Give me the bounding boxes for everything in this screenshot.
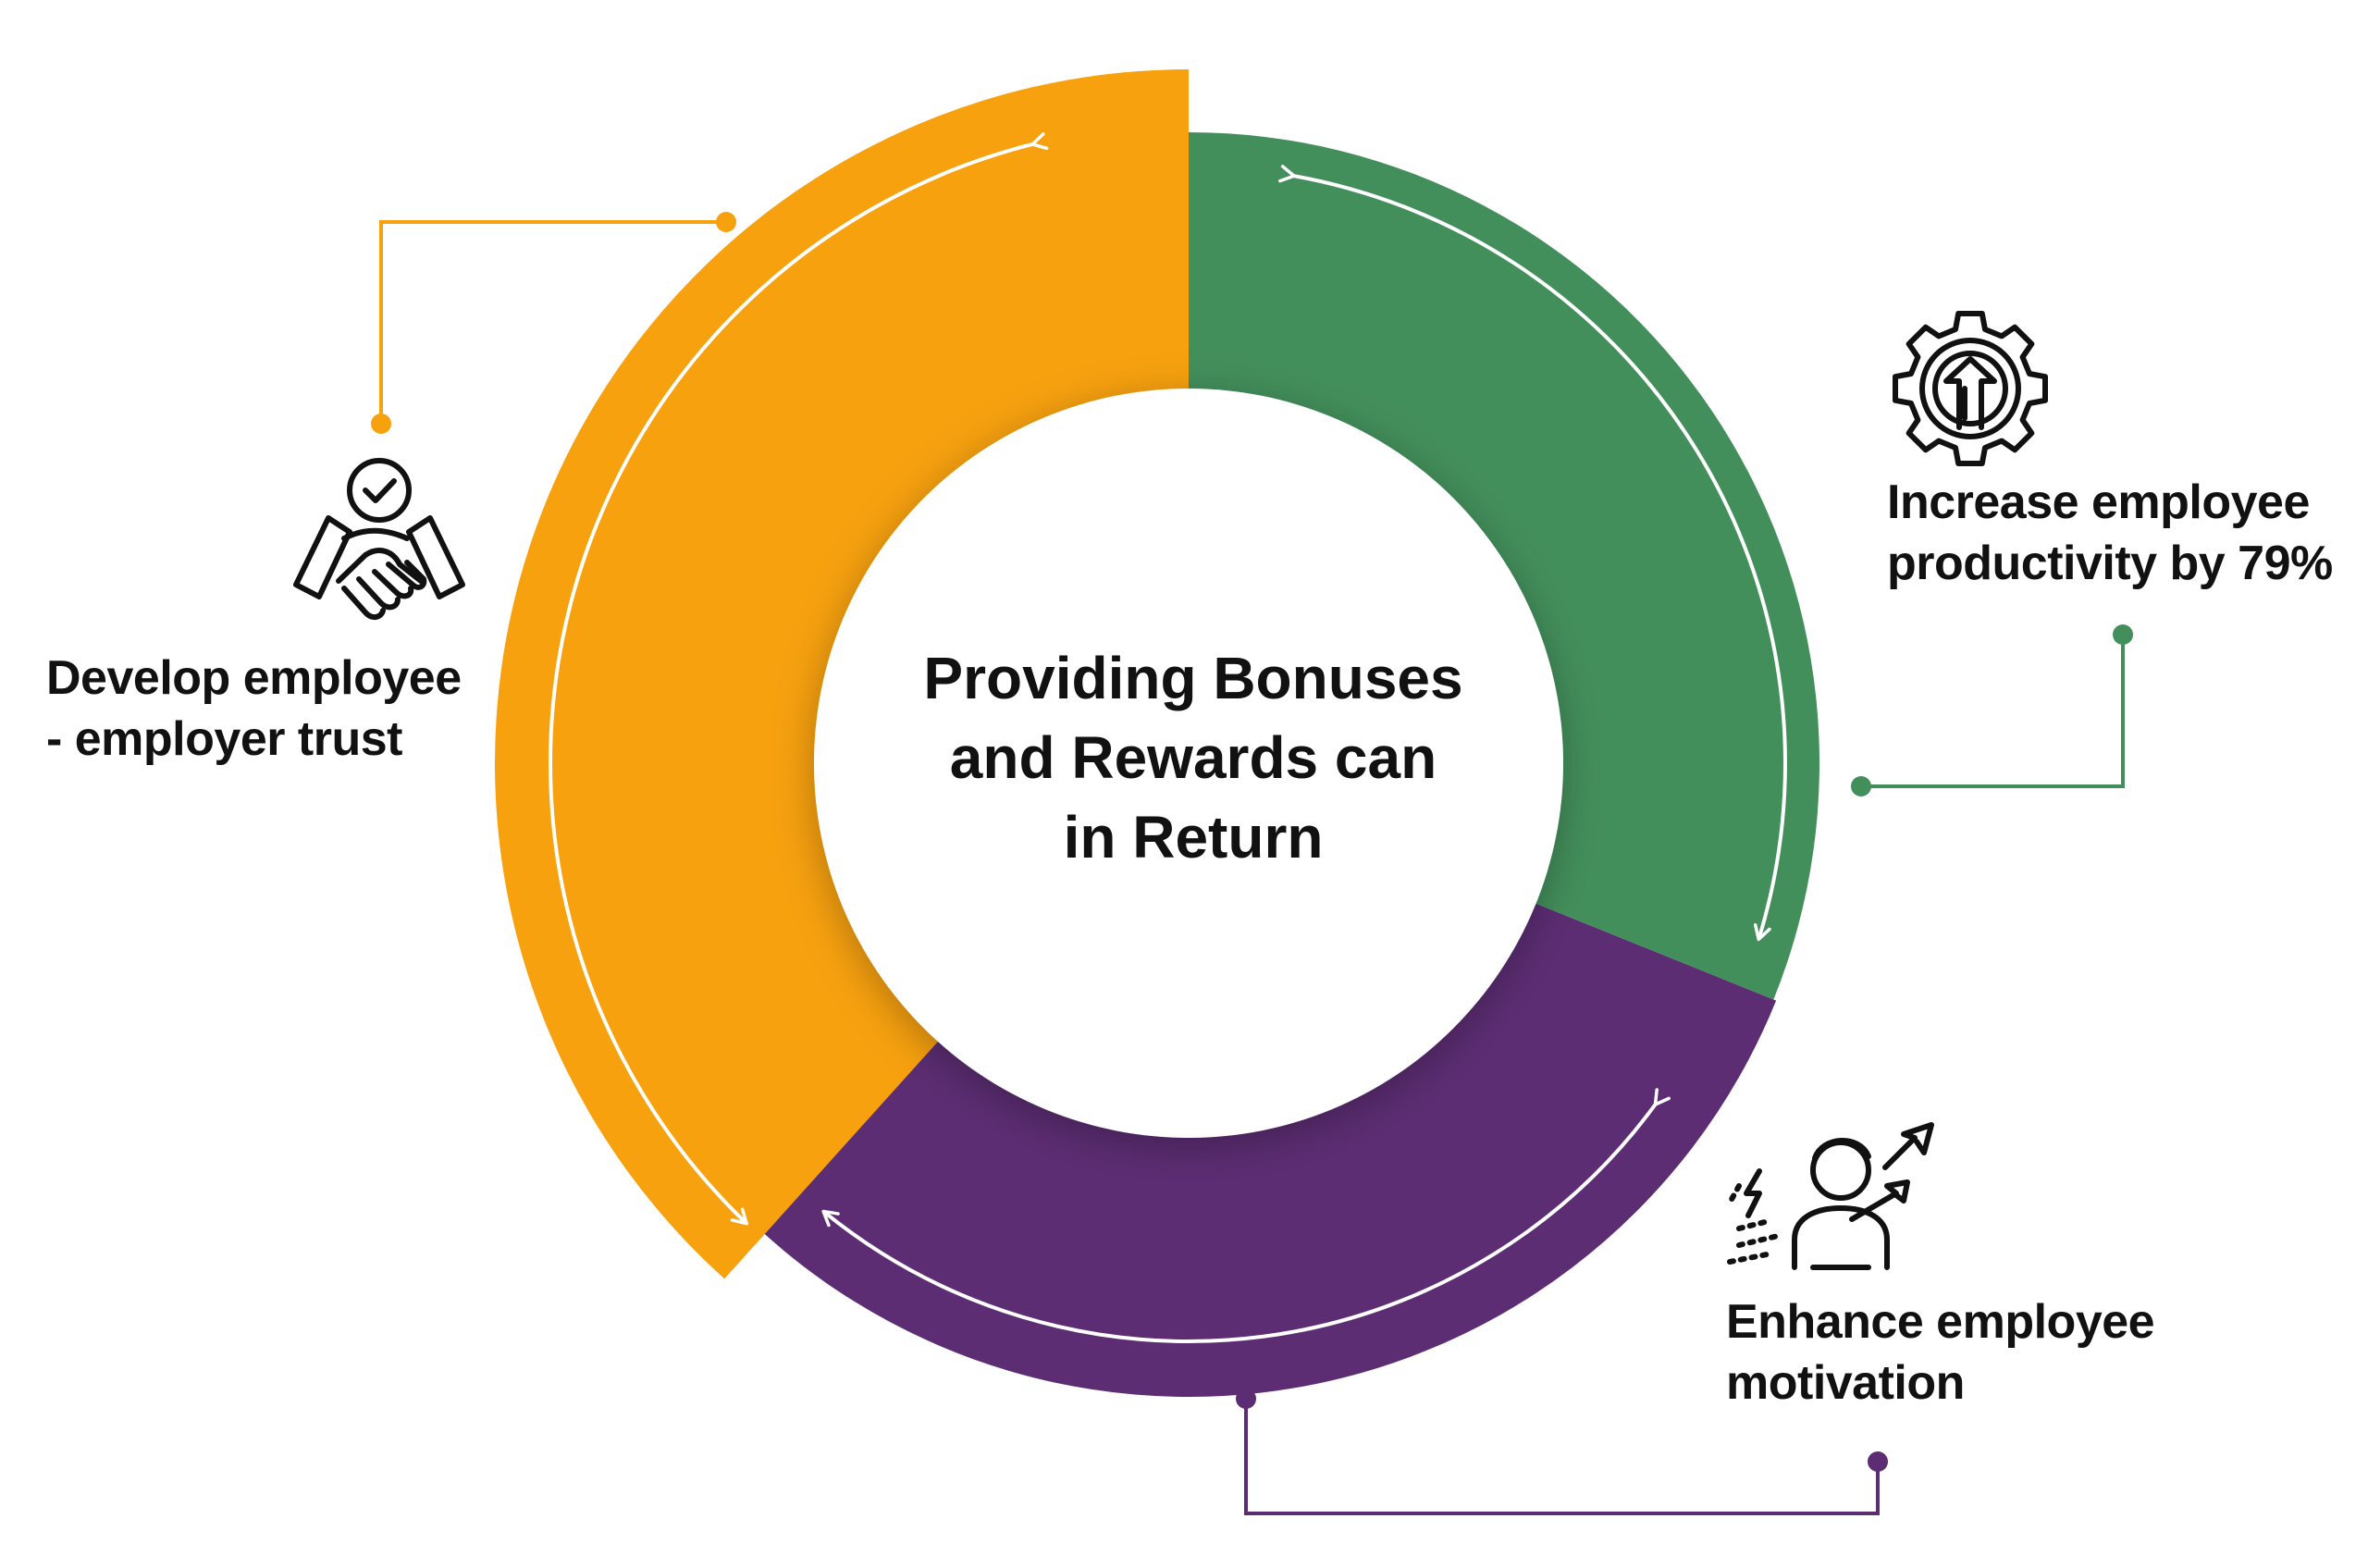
cycle-arrow-productivity [1278,165,1787,942]
label-productivity: Increase employee productivity by 79% [1887,472,2333,594]
label-trust: Develop employee - employer trust [46,648,462,770]
label-productivity-line: Increase employee [1887,475,2310,529]
connector-productivity [1851,624,2133,796]
center-title-line: Providing Bonuses [923,645,1463,711]
label-motivation-line: Enhance employee [1726,1295,2155,1349]
label-trust-line: Develop employee [46,651,462,705]
label-motivation: Enhance employee motivation [1726,1291,2155,1414]
center-title-line: and Rewards can [949,724,1437,791]
handshake-check-icon [293,458,465,620]
cycle-arrow-trust [549,132,1049,1226]
connector-motivation [1236,1389,1888,1515]
label-motivation-line: motivation [1726,1356,1965,1410]
cycle-arrow-motivation [821,1088,1671,1343]
label-trust-line: - employer trust [46,712,402,766]
motivated-person-icon [1727,1122,1934,1270]
connector-trust [371,212,736,434]
center-title: Providing Bonuses and Rewards can in Ret… [870,638,1517,877]
label-productivity-line: productivity by 79% [1887,537,2333,590]
center-title-line: in Return [1063,804,1324,870]
gear-arrow-up-icon [1893,311,2048,466]
